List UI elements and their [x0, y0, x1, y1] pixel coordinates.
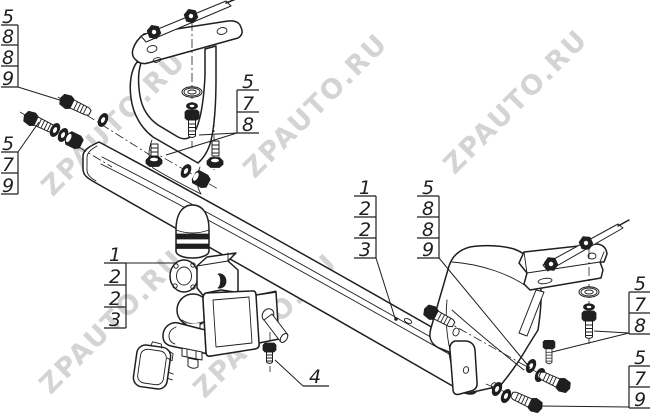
nut: [145, 156, 163, 167]
callout-table-top-center: 5 7 8: [236, 71, 259, 136]
ball-nut: [181, 347, 203, 369]
callout-number: 8: [242, 114, 254, 136]
receiver-cap: [132, 341, 174, 390]
callout-number: 3: [359, 239, 371, 261]
callout-table-top-left: 5 8 8 9: [1, 6, 19, 90]
nut: [206, 157, 224, 168]
callout-number: 4: [309, 366, 321, 388]
callout-number: 9: [2, 175, 14, 197]
right-arm: [518, 219, 630, 337]
lock-pin: [261, 308, 289, 343]
callout-table-center-right: 5 8 8 9: [417, 177, 440, 261]
lock-washer: [186, 102, 198, 110]
callout-number: 7: [634, 368, 646, 390]
bolt: [536, 367, 574, 396]
callout-number: 1: [359, 177, 371, 199]
right-bracket-fasteners: [420, 250, 600, 416]
callout-number: 2: [109, 288, 121, 310]
receiver-tube: [202, 289, 280, 357]
ball-mount-bar: [162, 321, 214, 356]
bracket-top-plate: [131, 20, 243, 65]
callout-table-right-upper: 5 7 8: [628, 273, 650, 337]
callout-item-4: 4: [303, 366, 329, 388]
callout-number: 2: [359, 219, 371, 241]
bolt: [56, 91, 94, 120]
callout-number: 8: [2, 47, 14, 69]
callout-table-center-left: 1 2 2 3: [354, 177, 377, 261]
callout-number: 8: [422, 219, 434, 241]
callout-number: 5: [2, 6, 14, 28]
beam-end-plate: [449, 340, 478, 396]
watermark-text: ZPAUTO.RU: [438, 24, 595, 181]
hitch-ball-mount: [162, 293, 214, 369]
callout-number: 8: [422, 198, 434, 220]
strap-rod: [140, 0, 236, 43]
callout-number: 5: [634, 273, 646, 295]
callout-number: 2: [109, 266, 121, 288]
flat-washer: [181, 86, 203, 98]
callout-number: 7: [2, 154, 14, 176]
callout-number: 5: [422, 177, 434, 199]
callout-table-bottom-left: 1 2 2 3: [104, 244, 127, 331]
lock-washer: [583, 303, 595, 311]
callout-table-left: 5 7 9: [1, 133, 19, 197]
callout-number: 7: [242, 93, 254, 115]
nut: [190, 169, 212, 190]
callout-number: 9: [634, 389, 646, 411]
strap-rod: [542, 219, 630, 274]
bolt: [581, 310, 597, 339]
bolt: [508, 387, 546, 416]
bolt-item4: [262, 332, 277, 372]
bellows-damper: [175, 204, 210, 259]
callout-number: 9: [422, 239, 434, 261]
callout-number: 5: [242, 71, 254, 93]
callout-number: 8: [2, 26, 14, 48]
flat-washer: [578, 286, 600, 298]
callout-number: 9: [2, 68, 14, 90]
callout-number: 7: [634, 294, 646, 316]
callout-number: 5: [634, 347, 646, 369]
washer: [178, 162, 194, 180]
left-bracket-fasteners: [19, 22, 224, 190]
callout-number: 3: [109, 309, 121, 331]
callout-number: 1: [109, 244, 121, 266]
coupling-flange: [169, 252, 239, 300]
callout-number: 8: [634, 315, 646, 337]
callout-table-right-lower: 5 7 9: [628, 347, 650, 411]
callout-number: 5: [2, 133, 14, 155]
watermark-text: ZPAUTO.RU: [238, 28, 395, 185]
callout-number: 2: [359, 198, 371, 220]
leader-lines: [17, 86, 630, 408]
